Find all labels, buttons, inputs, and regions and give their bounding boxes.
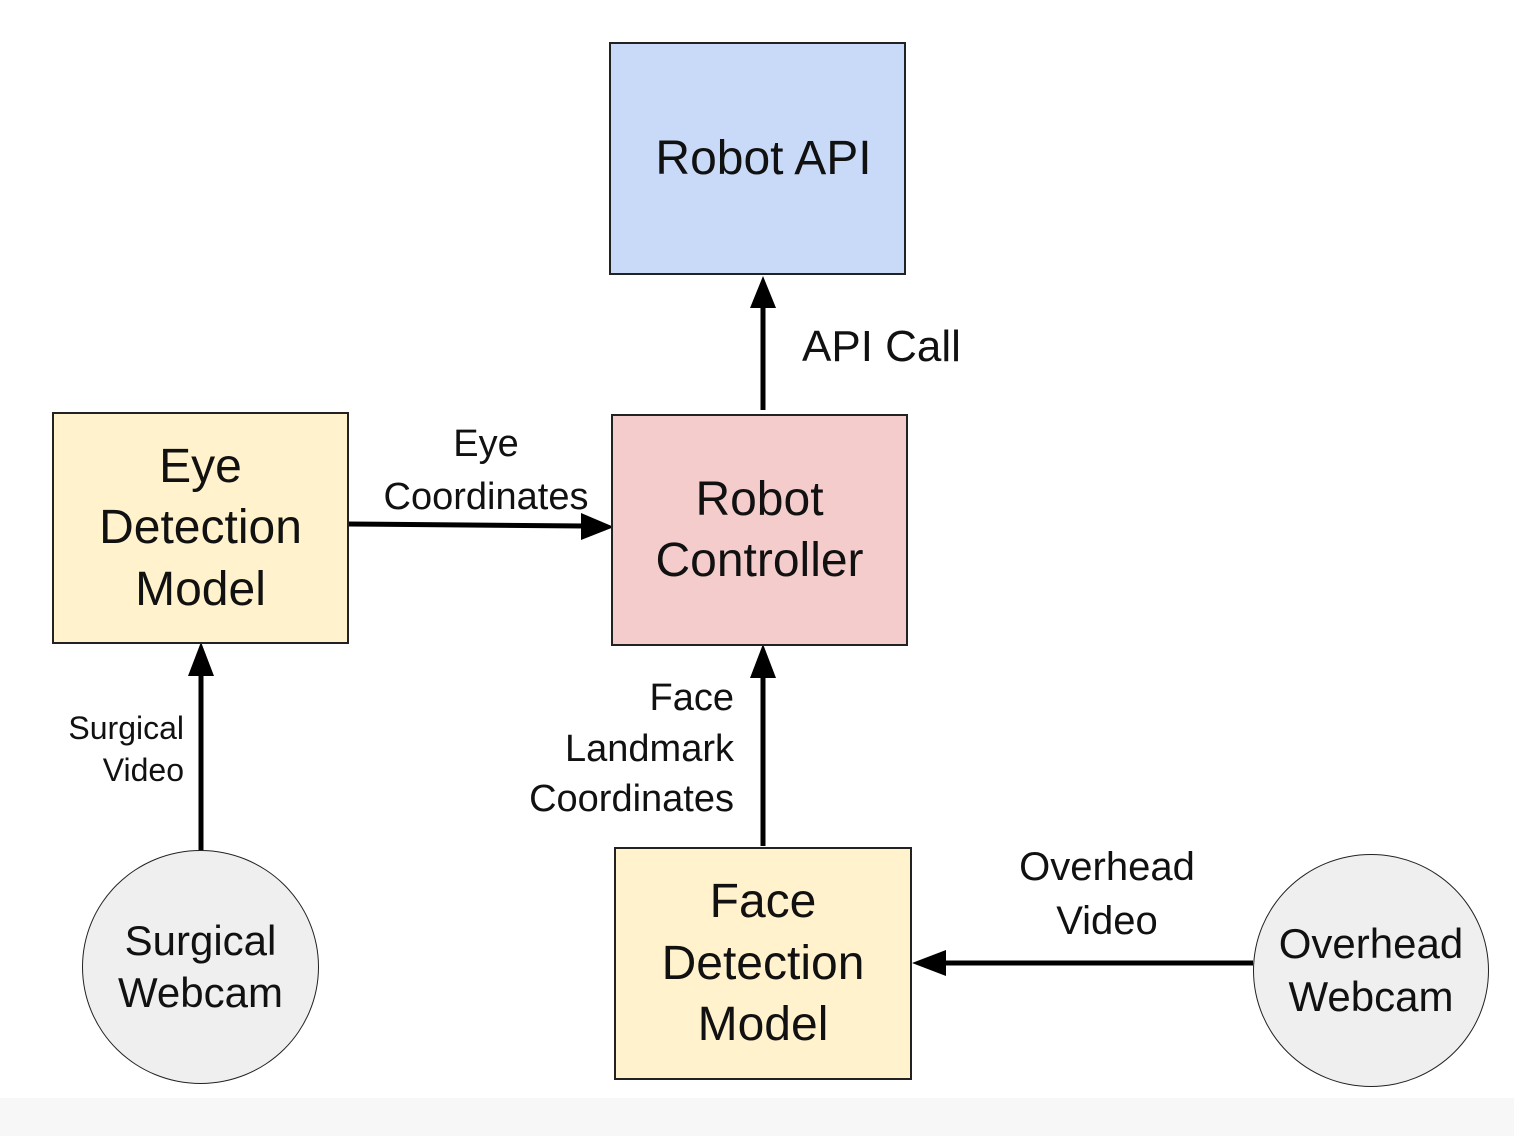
face-landmark-label-line1: Face: [649, 677, 734, 719]
overhead-webcam-label-line1: Overhead: [1278, 920, 1464, 967]
face-landmark-label-line3: Coordinates: [529, 778, 734, 821]
robot-controller-node: Robot Controller: [611, 414, 908, 646]
arrowhead-controller-bottom: [750, 644, 776, 678]
arrowhead-api: [750, 276, 776, 308]
surgical-video-label-line1: Surgical: [68, 710, 184, 746]
overhead-video-label: Overhead Video: [1000, 840, 1214, 948]
overhead-webcam-node: Overhead Webcam: [1253, 854, 1489, 1087]
eye-coordinates-label-line2: Coordinates: [383, 476, 589, 519]
robot-controller-label-line2: Controller: [655, 534, 864, 587]
arrowhead-eye-model: [188, 642, 214, 676]
arrowhead-face-model: [912, 950, 946, 976]
face-model-label-line1: Face: [709, 875, 817, 929]
surgical-webcam-label-line1: Surgical: [124, 916, 277, 964]
eye-detection-model-node: Eye Detection Model: [52, 412, 349, 644]
face-model-label-line2: Detection: [661, 936, 865, 990]
eye-model-label-line3: Model: [135, 562, 266, 616]
surgical-video-label-line2: Video: [102, 751, 184, 788]
surgical-webcam-node: Surgical Webcam: [82, 850, 319, 1084]
surgical-video-label: Surgical Video: [40, 708, 184, 791]
face-detection-model-node: Face Detection Model: [614, 847, 912, 1080]
face-landmark-label-line2: Landmark: [565, 727, 734, 770]
eye-coordinates-label-line1: Eye: [453, 423, 519, 465]
eye-model-label-line1: Eye: [159, 439, 242, 493]
surgical-webcam-label-line2: Webcam: [118, 969, 283, 1016]
eye-coordinates-label: Eye Coordinates: [362, 418, 610, 524]
api-call-label-text: API Call: [802, 322, 961, 371]
overhead-video-label-line2: Video: [1056, 899, 1158, 943]
robot-api-label: Robot API: [655, 131, 872, 185]
api-call-label: API Call: [802, 319, 961, 374]
arrowhead-controller-left: [581, 513, 614, 540]
robot-controller-label-line1: Robot: [695, 472, 824, 526]
robot-api-node: Robot API: [609, 42, 906, 275]
eye-model-label-line2: Detection: [99, 501, 302, 555]
face-landmark-coordinates-label: Face Landmark Coordinates: [480, 673, 734, 825]
face-model-label-line3: Model: [697, 998, 829, 1052]
overhead-webcam-label-line2: Webcam: [1288, 972, 1454, 1020]
overhead-video-label-line1: Overhead: [1019, 845, 1195, 889]
arrow-eye-to-controller: [347, 521, 585, 529]
bottom-strip: [0, 1098, 1514, 1136]
